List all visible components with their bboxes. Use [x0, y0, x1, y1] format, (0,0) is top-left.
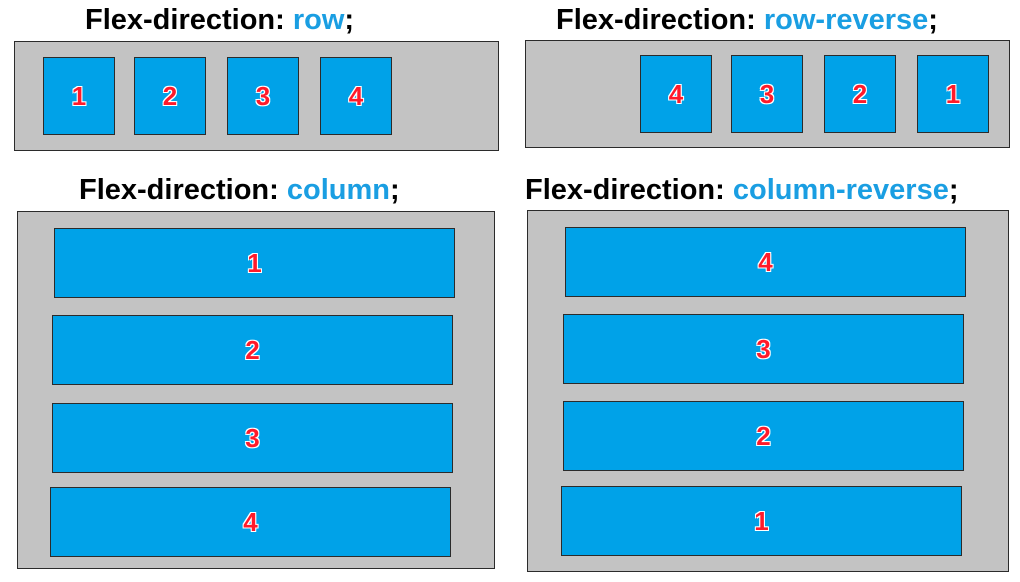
flex-item: 1 — [43, 57, 115, 135]
flex-container-column-reverse: 4 3 2 1 — [527, 210, 1009, 572]
flex-item-number: 3 — [759, 78, 775, 109]
title-row: Flex-direction: row; — [85, 2, 354, 38]
flex-item-number: 1 — [945, 78, 961, 109]
flex-item: 1 — [561, 486, 962, 556]
flex-item: 3 — [731, 55, 803, 133]
flex-item-number: 1 — [754, 505, 769, 536]
flex-container-row-reverse: 4 3 2 1 — [525, 40, 1010, 148]
flex-item: 2 — [824, 55, 896, 133]
flex-container-row: 1 2 3 4 — [14, 41, 499, 151]
flex-item: 1 — [917, 55, 989, 133]
flex-item-number: 2 — [756, 420, 771, 451]
title-keyword: column-reverse — [732, 174, 949, 206]
flex-item-number: 4 — [668, 78, 684, 109]
flex-container-column: 1 2 3 4 — [17, 211, 495, 569]
title-suffix: ; — [389, 174, 400, 206]
flex-item-number: 2 — [162, 80, 178, 111]
title-prefix: Flex-direction: — [85, 4, 293, 36]
title-column: Flex-direction: column; — [79, 172, 400, 208]
flex-item: 3 — [52, 403, 453, 473]
flex-item: 1 — [54, 228, 455, 298]
title-prefix: Flex-direction: — [79, 174, 287, 206]
title-column-reverse: Flex-direction: column-reverse; — [525, 172, 959, 208]
flex-item-number: 3 — [756, 333, 771, 364]
title-keyword: column — [286, 174, 390, 206]
flex-item: 2 — [563, 401, 964, 471]
title-keyword: row — [292, 4, 345, 36]
flex-item: 4 — [50, 487, 451, 557]
flex-item-number: 2 — [852, 78, 868, 109]
flex-item: 4 — [320, 57, 392, 135]
flex-item: 2 — [134, 57, 206, 135]
title-suffix: ; — [928, 4, 938, 36]
flex-item: 2 — [52, 315, 453, 385]
flex-item-number: 3 — [255, 80, 271, 111]
flex-item: 4 — [640, 55, 712, 133]
flex-item-number: 1 — [71, 80, 87, 111]
flex-item-number: 4 — [758, 246, 773, 277]
flex-item-number: 4 — [243, 506, 258, 537]
title-suffix: ; — [344, 4, 355, 36]
flex-item: 3 — [227, 57, 299, 135]
flex-item: 4 — [565, 227, 966, 297]
flex-item-number: 2 — [245, 334, 260, 365]
title-prefix: Flex-direction: — [525, 174, 733, 206]
flex-item-number: 1 — [247, 247, 262, 278]
flex-item-number: 3 — [245, 422, 260, 453]
title-row-reverse: Flex-direction: row-reverse; — [556, 2, 938, 38]
title-keyword: row-reverse — [763, 4, 929, 36]
title-prefix: Flex-direction: — [556, 4, 764, 36]
flex-item-number: 4 — [348, 80, 364, 111]
title-suffix: ; — [948, 174, 959, 206]
flex-item: 3 — [563, 314, 964, 384]
